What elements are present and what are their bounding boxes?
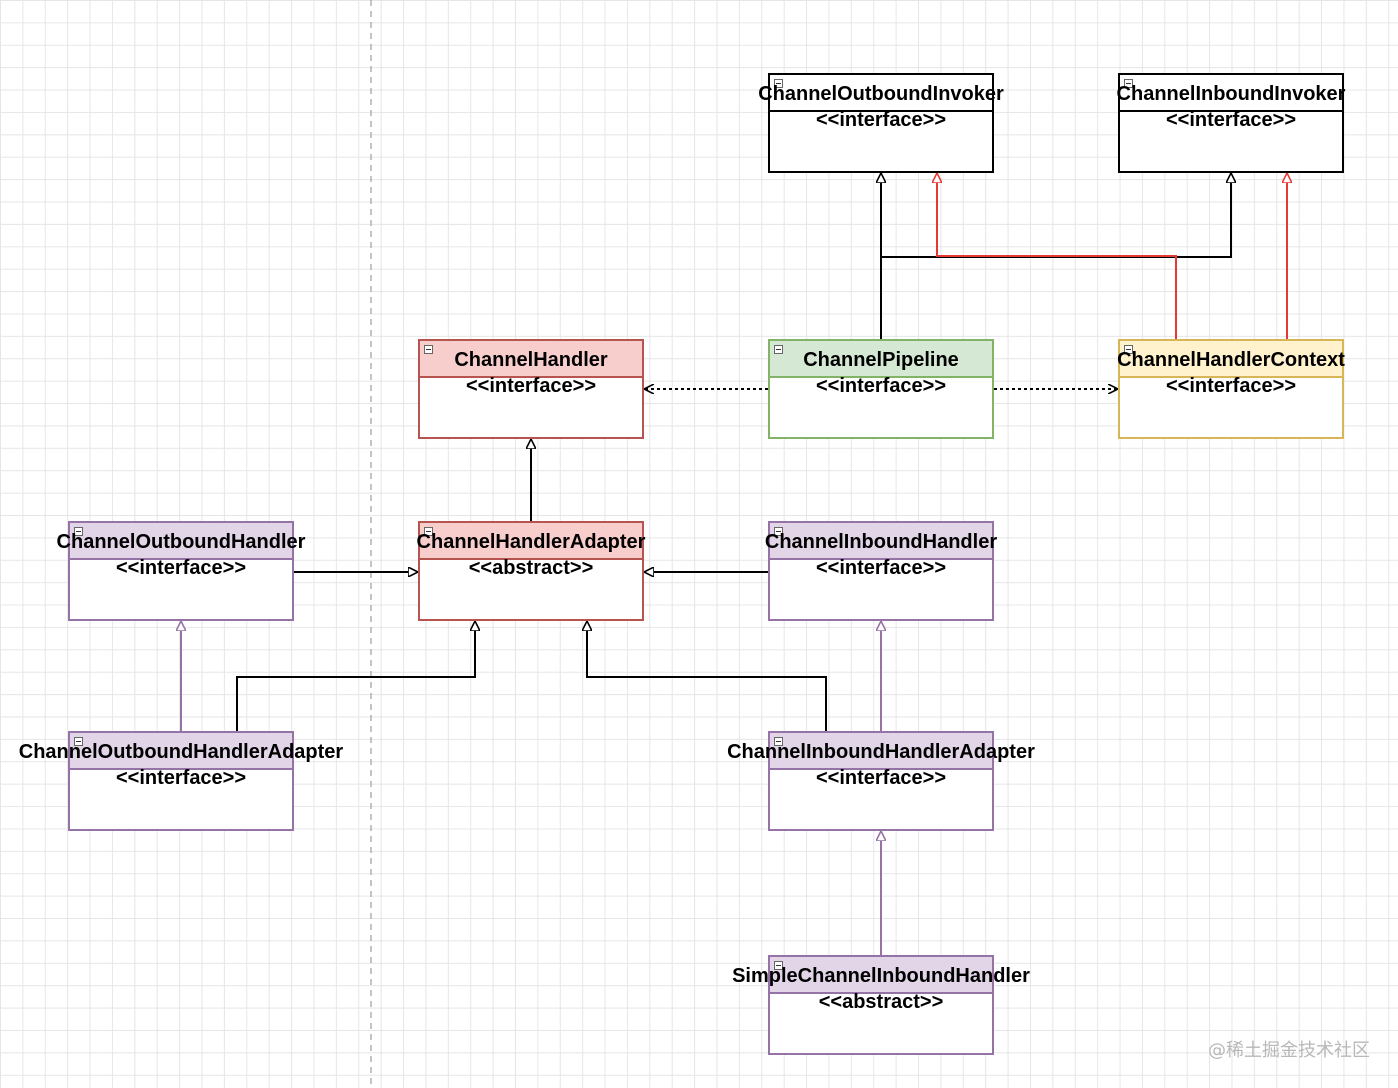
class-stereotype: <<interface>> [815, 557, 947, 579]
collapse-minus-icon[interactable] [1124, 79, 1133, 88]
class-channel-handler-adapter[interactable]: ChannelHandlerAdapter <<abstract>> [417, 521, 645, 621]
class-name: ChannelPipeline [803, 349, 959, 371]
collapse-minus-icon[interactable] [774, 527, 783, 536]
class-name: ChannelOutboundInvoker [758, 83, 1004, 105]
collapse-minus-icon[interactable] [774, 961, 783, 970]
class-channel-pipeline[interactable]: ChannelPipeline <<interface>> [768, 339, 994, 439]
class-stereotype: <<interface>> [815, 109, 947, 131]
collapse-minus-icon[interactable] [424, 345, 433, 354]
class-name: ChannelInboundHandler [764, 531, 998, 553]
class-name: ChannelHandlerAdapter [416, 531, 646, 553]
class-stereotype: <<abstract>> [468, 557, 594, 579]
class-stereotype: <<interface>> [1165, 109, 1297, 131]
collapse-minus-icon[interactable] [74, 527, 83, 536]
class-channel-outbound-invoker[interactable]: ChannelOutboundInvoker <<interface>> [758, 73, 1004, 173]
class-name: ChannelOutboundHandlerAdapter [18, 741, 344, 763]
watermark: @稀土掘金技术社区 [1208, 1040, 1370, 1061]
collapse-minus-icon[interactable] [774, 345, 783, 354]
collapse-minus-icon[interactable] [424, 527, 433, 536]
class-stereotype: <<interface>> [115, 767, 247, 789]
class-name: ChannelHandlerContext [1117, 349, 1345, 371]
class-stereotype: <<interface>> [1165, 375, 1297, 397]
class-name: ChannelInboundInvoker [1116, 83, 1346, 105]
edge-pipeline-to-inbound-invoker [881, 173, 1231, 258]
edge-inbound-adapter-to-handler-adapter [587, 621, 827, 731]
class-name: ChannelOutboundHandler [56, 531, 306, 553]
class-channel-outbound-handler-adapter[interactable]: ChannelOutboundHandlerAdapter <<interfac… [19, 731, 343, 831]
collapse-minus-icon[interactable] [74, 737, 83, 746]
class-stereotype: <<interface>> [815, 375, 947, 397]
class-name: SimpleChannelInboundHandler [732, 965, 1030, 987]
class-stereotype: <<interface>> [815, 767, 947, 789]
edge-outbound-adapter-to-handler-adapter [236, 621, 475, 731]
class-channel-handler[interactable]: ChannelHandler <<interface>> [418, 339, 644, 439]
class-stereotype: <<interface>> [465, 375, 597, 397]
collapse-minus-icon[interactable] [774, 79, 783, 88]
edge-context-to-outbound-invoker [937, 173, 1177, 339]
class-name: ChannelHandler [454, 349, 608, 371]
class-stereotype: <<abstract>> [818, 991, 944, 1013]
class-channel-handler-context[interactable]: ChannelHandlerContext <<interface>> [1117, 339, 1345, 439]
class-stereotype: <<interface>> [115, 557, 247, 579]
class-channel-inbound-handler-adapter[interactable]: ChannelInboundHandlerAdapter <<interface… [727, 731, 1035, 831]
class-name: ChannelInboundHandlerAdapter [727, 741, 1035, 763]
collapse-minus-icon[interactable] [774, 737, 783, 746]
class-channel-inbound-handler[interactable]: ChannelInboundHandler <<interface>> [765, 521, 997, 621]
class-channel-inbound-invoker[interactable]: ChannelInboundInvoker <<interface>> [1117, 73, 1345, 173]
class-simple-channel-inbound-handler[interactable]: SimpleChannelInboundHandler <<abstract>> [732, 955, 1030, 1055]
collapse-minus-icon[interactable] [1124, 345, 1133, 354]
class-channel-outbound-handler[interactable]: ChannelOutboundHandler <<interface>> [57, 521, 305, 621]
